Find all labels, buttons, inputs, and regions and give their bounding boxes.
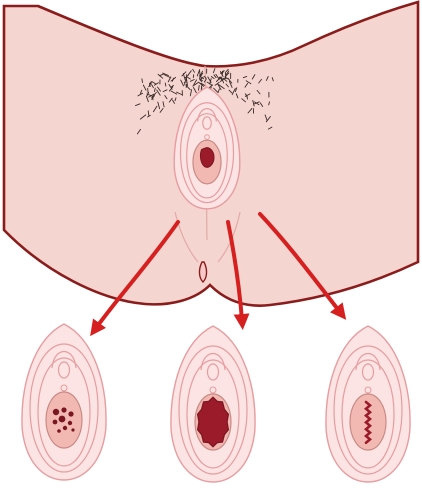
- urethral-opening: [205, 135, 210, 140]
- urethral-opening: [365, 387, 371, 393]
- urethral-opening: [210, 387, 216, 393]
- lesion-dot: [59, 416, 66, 423]
- lesion-dot: [53, 420, 58, 425]
- hair-strand: [148, 111, 149, 116]
- clitoris: [59, 362, 70, 378]
- lesion-dot: [68, 411, 73, 416]
- detail-middle-large-lesion: [171, 326, 255, 482]
- lesion-dot: [57, 429, 61, 433]
- lesion-dot: [61, 407, 66, 412]
- anal-opening: [199, 262, 206, 282]
- lesion: [198, 397, 229, 447]
- hair-strand: [153, 97, 154, 100]
- hair-strand: [225, 72, 226, 79]
- lesion-dot: [68, 421, 72, 425]
- lesion: [200, 148, 214, 168]
- clitoris: [208, 364, 219, 380]
- lesion-dot: [63, 426, 67, 430]
- lesion-dot: [53, 409, 59, 415]
- lesion-dot: [71, 428, 74, 431]
- clitoris: [363, 364, 374, 380]
- clitoris: [203, 117, 212, 129]
- detail-left-dotted-lesions: [22, 324, 106, 480]
- urethral-opening: [61, 385, 67, 391]
- hair-strand: [142, 79, 143, 83]
- detail-right-linear-lesion: [326, 326, 410, 482]
- pelvic-region-figure-icon: [4, 2, 418, 306]
